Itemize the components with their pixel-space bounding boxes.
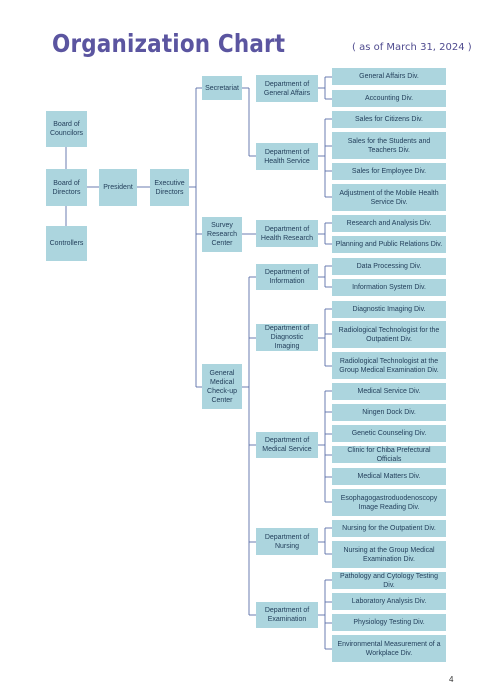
page-title: Organization Chart xyxy=(52,29,286,58)
president-box: President xyxy=(99,169,137,206)
div-information-system-box: Information System Div. xyxy=(332,279,446,296)
dept-information-box: Department of Information xyxy=(256,264,318,290)
as-of-date: ( as of March 31, 2024 ) xyxy=(352,42,472,53)
div-radio-outpatient-box: Radiological Technologist for the Outpat… xyxy=(332,321,446,348)
dept-general-affairs-box: Department of General Affairs xyxy=(256,75,318,102)
div-general-affairs-box: General Affairs Div. xyxy=(332,68,446,85)
survey-research-center-box: Survey Research Center xyxy=(202,217,242,252)
div-medical-matters-box: Medical Matters Div. xyxy=(332,468,446,485)
div-sales-employee-box: Sales for Employee Div. xyxy=(332,163,446,180)
div-pathology-box: Pathology and Cytology Testing Div. xyxy=(332,572,446,589)
div-planning-pr-box: Planning and Public Relations Div. xyxy=(332,236,446,253)
dept-nursing-box: Department of Nursing xyxy=(256,528,318,555)
div-mobile-health-box: Adjustment of the Mobile Health Service … xyxy=(332,184,446,211)
general-medical-checkup-center-box: General Medical Check-up Center xyxy=(202,364,242,409)
div-physiology-box: Physiology Testing Div. xyxy=(332,614,446,631)
div-research-analysis-box: Research and Analysis Div. xyxy=(332,215,446,232)
div-medical-service-box: Medical Service Div. xyxy=(332,383,446,400)
dept-diagnostic-imaging-box: Department of Diagnostic Imaging xyxy=(256,324,318,351)
div-esophago-box: Esophagogastroduodenoscopy Image Reading… xyxy=(332,489,446,516)
dept-medical-service-box: Department of Medical Service xyxy=(256,432,318,458)
dept-examination-box: Department of Examination xyxy=(256,602,318,628)
div-sales-students-box: Sales for the Students and Teachers Div. xyxy=(332,132,446,159)
div-accounting-box: Accounting Div. xyxy=(332,90,446,107)
board-of-directors-box: Board of Directors xyxy=(46,169,87,206)
div-data-processing-box: Data Processing Div. xyxy=(332,258,446,275)
controllers-box: Controllers xyxy=(46,226,87,261)
div-environmental-box: Environmental Measurement of a Workplace… xyxy=(332,635,446,662)
div-laboratory-box: Laboratory Analysis Div. xyxy=(332,593,446,610)
div-clinic-chiba-box: Clinic for Chiba Prefectural Officials xyxy=(332,446,446,463)
div-diagnostic-imaging-box: Diagnostic Imaging Div. xyxy=(332,301,446,318)
executive-directors-box: Executive Directors xyxy=(150,169,189,206)
board-of-councilors-box: Board of Councilors xyxy=(46,111,87,147)
dept-health-service-box: Department of Health Service xyxy=(256,143,318,170)
div-ningen-dock-box: Ningen Dock Div. xyxy=(332,404,446,421)
div-radio-group-box: Radiological Technologist at the Group M… xyxy=(332,352,446,379)
div-nursing-outpatient-box: Nursing for the Outpatient Div. xyxy=(332,520,446,537)
div-genetic-counseling-box: Genetic Counseling Div. xyxy=(332,425,446,442)
div-sales-citizens-box: Sales for Citizens Div. xyxy=(332,111,446,128)
dept-health-research-box: Department of Health Research xyxy=(256,220,318,247)
div-nursing-group-box: Nursing at the Group Medical Examination… xyxy=(332,541,446,568)
secretariat-box: Secretariat xyxy=(202,76,242,100)
page-number: 4 xyxy=(449,675,454,684)
